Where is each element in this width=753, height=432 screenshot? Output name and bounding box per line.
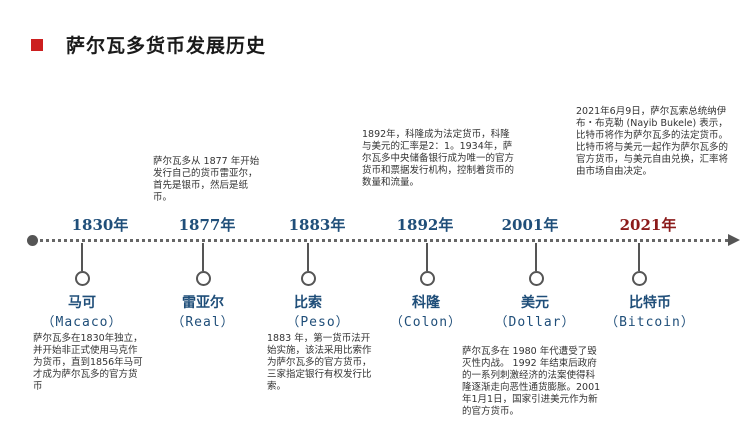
currency-name-bitcoin: 比特币 [629,295,671,311]
event-description-1830: 萨尔瓦多在1830年独立，并开始非正式使用马克作为货币，直到1856年马可才成为… [33,333,143,392]
timeline-stem-2001 [535,243,537,271]
currency-name-colon: 科隆 [412,295,440,311]
currency-english-colon: （Colon） [389,315,463,330]
timeline-node-1883 [300,271,316,286]
timeline-node-2021 [631,271,647,286]
timeline-node-2001 [528,271,544,286]
timeline-year-2021: 2021年 [619,216,677,234]
timeline-stem-1877 [202,243,204,271]
timeline-year-1877: 1877年 [178,216,236,234]
timeline-start-dot [27,235,38,246]
currency-name-peso: 比索 [294,295,322,311]
timeline-node-1892 [419,271,435,286]
timeline-node-1877 [195,271,211,286]
timeline-year-1830: 1830年 [71,216,129,234]
event-description-1883: 1883 年，第一货币法开始实施，该法采用比索作为萨尔瓦多的官方货币，三家指定银… [267,333,372,392]
event-description-2001: 萨尔瓦多在 1980 年代遭受了毁灭性内战。 1992 年结束后政府的一系列刺激… [462,346,601,417]
event-description-1892: 1892年，科隆成为法定货币，科隆与美元的汇率是2：1。1934年，萨尔瓦多中央… [362,129,515,188]
currency-name-dollar: 美元 [521,295,549,311]
title-marker [31,39,43,51]
currency-english-dollar: （Dollar） [494,315,576,330]
timeline-year-1892: 1892年 [396,216,454,234]
currency-name-macaco: 马可 [68,295,96,311]
timeline-arrow-icon [728,234,740,246]
timeline-axis [33,239,729,242]
event-description-2021: 2021年6月9日，萨尔瓦索总统纳伊布・布克勒 (Nayib Bukele) 表… [576,106,729,177]
timeline-node-1830 [74,271,90,286]
timeline-stem-1883 [307,243,309,271]
timeline-stem-1830 [81,243,83,271]
page-title: 萨尔瓦多货币发展历史 [66,35,267,57]
currency-english-real: （Real） [171,315,235,330]
event-description-1877: 萨尔瓦多从 1877 年开始发行自己的货币雷亚尔，首先是银币，然后是纸币。 [153,156,260,203]
timeline-stem-1892 [426,243,428,271]
timeline-year-1883: 1883年 [288,216,346,234]
timeline-stem-2021 [638,243,640,271]
timeline-year-2001: 2001年 [501,216,559,234]
currency-english-macaco: （Macaco） [41,315,123,330]
currency-name-real: 雷亚尔 [182,295,224,311]
currency-english-bitcoin: （Bitcoin） [605,315,695,330]
currency-english-peso: （Peso） [286,315,350,330]
